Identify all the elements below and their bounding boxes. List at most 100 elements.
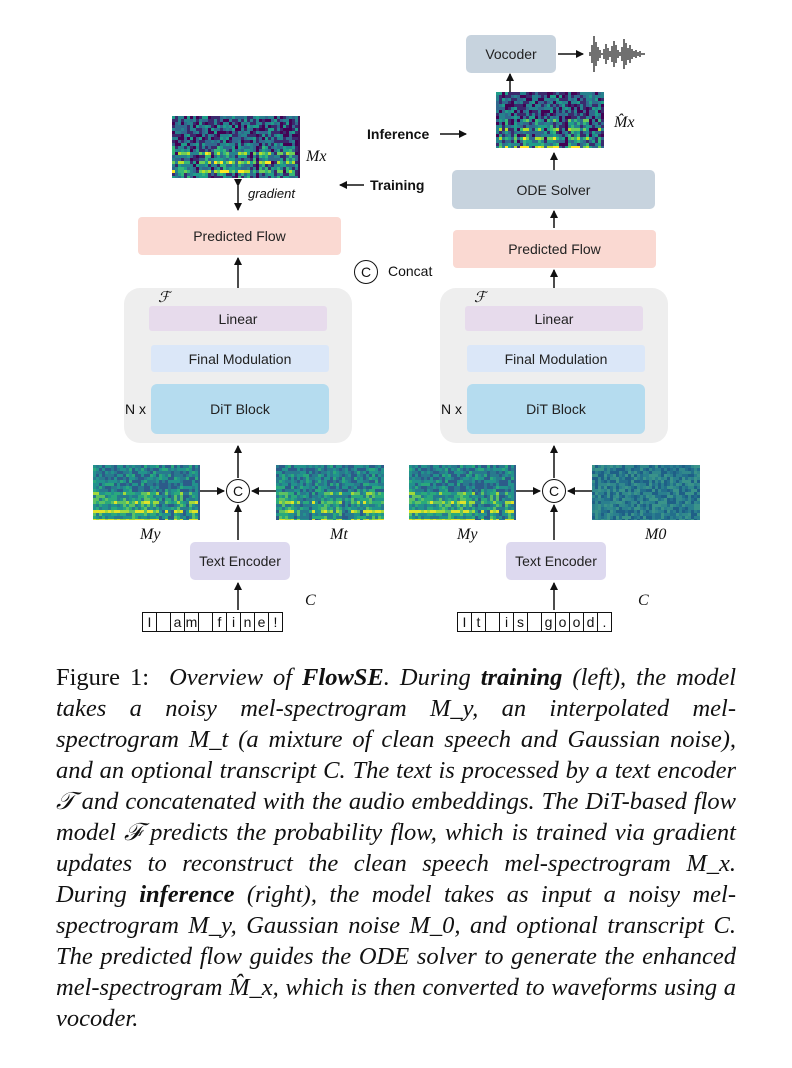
- spectrogram-pixel: [589, 104, 592, 107]
- spectrogram-pixel: [505, 474, 508, 477]
- left-clean-spectrogram: [172, 116, 300, 178]
- spectrogram-pixel: [484, 498, 487, 501]
- spectrogram-pixel: [499, 483, 502, 486]
- spectrogram-pixel: [613, 498, 616, 501]
- spectrogram-pixel: [250, 152, 253, 155]
- spectrogram-pixel: [604, 477, 607, 480]
- spectrogram-pixel: [523, 92, 526, 95]
- spectrogram-pixel: [162, 489, 165, 492]
- spectrogram-pixel: [171, 516, 174, 519]
- spectrogram-pixel: [463, 498, 466, 501]
- spectrogram-pixel: [181, 122, 184, 125]
- spectrogram-pixel: [511, 510, 514, 513]
- spectrogram-pixel: [189, 510, 192, 513]
- spectrogram-pixel: [433, 474, 436, 477]
- spectrogram-pixel: [544, 92, 547, 95]
- spectrogram-pixel: [262, 161, 265, 164]
- spectrogram-pixel: [190, 176, 193, 178]
- spectrogram-pixel: [481, 468, 484, 471]
- spectrogram-pixel: [235, 167, 238, 170]
- spectrogram-pixel: [535, 95, 538, 98]
- spectrogram-pixel: [289, 176, 292, 178]
- spectrogram-pixel: [640, 504, 643, 507]
- spectrogram-pixel: [120, 477, 123, 480]
- spectrogram-pixel: [613, 468, 616, 471]
- spectrogram-pixel: [238, 155, 241, 158]
- spectrogram-pixel: [357, 495, 360, 498]
- spectrogram-pixel: [238, 116, 241, 119]
- spectrogram-pixel: [670, 474, 673, 477]
- spectrogram-pixel: [574, 125, 577, 128]
- spectrogram-pixel: [268, 134, 271, 137]
- spectrogram-pixel: [321, 510, 324, 513]
- spectrogram-pixel: [508, 498, 511, 501]
- spectrogram-pixel: [553, 116, 556, 119]
- spectrogram-pixel: [631, 480, 634, 483]
- spectrogram-pixel: [670, 480, 673, 483]
- spectrogram-pixel: [655, 519, 658, 520]
- spectrogram-pixel: [318, 516, 321, 519]
- spectrogram-pixel: [496, 489, 499, 492]
- spectrogram-pixel: [523, 101, 526, 104]
- spectrogram-pixel: [126, 465, 129, 468]
- spectrogram-pixel: [303, 471, 306, 474]
- spectrogram-pixel: [144, 474, 147, 477]
- spectrogram-pixel: [568, 101, 571, 104]
- spectrogram-pixel: [640, 492, 643, 495]
- spectrogram-pixel: [598, 125, 601, 128]
- spectrogram-pixel: [241, 149, 244, 152]
- spectrogram-pixel: [360, 465, 363, 468]
- spectrogram-pixel: [523, 119, 526, 122]
- spectrogram-pixel: [496, 128, 499, 131]
- spectrogram-pixel: [312, 480, 315, 483]
- spectrogram-pixel: [580, 134, 583, 137]
- spectrogram-pixel: [649, 507, 652, 510]
- spectrogram-pixel: [348, 495, 351, 498]
- spectrogram-pixel: [520, 110, 523, 113]
- spectrogram-pixel: [598, 471, 601, 474]
- spectrogram-pixel: [162, 486, 165, 489]
- spectrogram-pixel: [369, 519, 372, 520]
- spectrogram-pixel: [502, 92, 505, 95]
- spectrogram-pixel: [232, 176, 235, 178]
- spectrogram-pixel: [586, 116, 589, 119]
- spectrogram-pixel: [691, 495, 694, 498]
- spectrogram-pixel: [297, 519, 300, 520]
- spectrogram-pixel: [123, 483, 126, 486]
- spectrogram-pixel: [520, 107, 523, 110]
- spectrogram-pixel: [289, 164, 292, 167]
- spectrogram-pixel: [556, 98, 559, 101]
- spectrogram-pixel: [253, 167, 256, 170]
- spectrogram-pixel: [619, 510, 622, 513]
- spectrogram-pixel: [214, 152, 217, 155]
- spectrogram-pixel: [274, 176, 277, 178]
- spectrogram-pixel: [292, 170, 295, 173]
- spectrogram-pixel: [598, 492, 601, 495]
- left-dit-block-label: DiT Block: [210, 401, 270, 417]
- spectrogram-pixel: [547, 98, 550, 101]
- spectrogram-pixel: [292, 155, 295, 158]
- spectrogram-pixel: [655, 504, 658, 507]
- spectrogram-pixel: [439, 519, 442, 520]
- spectrogram-pixel: [472, 465, 475, 468]
- spectrogram-pixel: [138, 498, 141, 501]
- spectrogram-pixel: [514, 101, 517, 104]
- spectrogram-pixel: [634, 498, 637, 501]
- spectrogram-pixel: [535, 107, 538, 110]
- spectrogram-pixel: [472, 477, 475, 480]
- spectrogram-pixel: [214, 137, 217, 140]
- spectrogram-pixel: [318, 483, 321, 486]
- spectrogram-pixel: [475, 483, 478, 486]
- spectrogram-pixel: [156, 483, 159, 486]
- spectrogram-pixel: [541, 143, 544, 146]
- spectrogram-pixel: [147, 519, 150, 520]
- spectrogram-pixel: [235, 119, 238, 122]
- spectrogram-pixel: [288, 519, 291, 520]
- spectrogram-pixel: [412, 504, 415, 507]
- spectrogram-pixel: [138, 489, 141, 492]
- spectrogram-pixel: [667, 486, 670, 489]
- spectrogram-pixel: [460, 516, 463, 519]
- spectrogram-pixel: [181, 128, 184, 131]
- spectrogram-pixel: [256, 137, 259, 140]
- spectrogram-pixel: [132, 471, 135, 474]
